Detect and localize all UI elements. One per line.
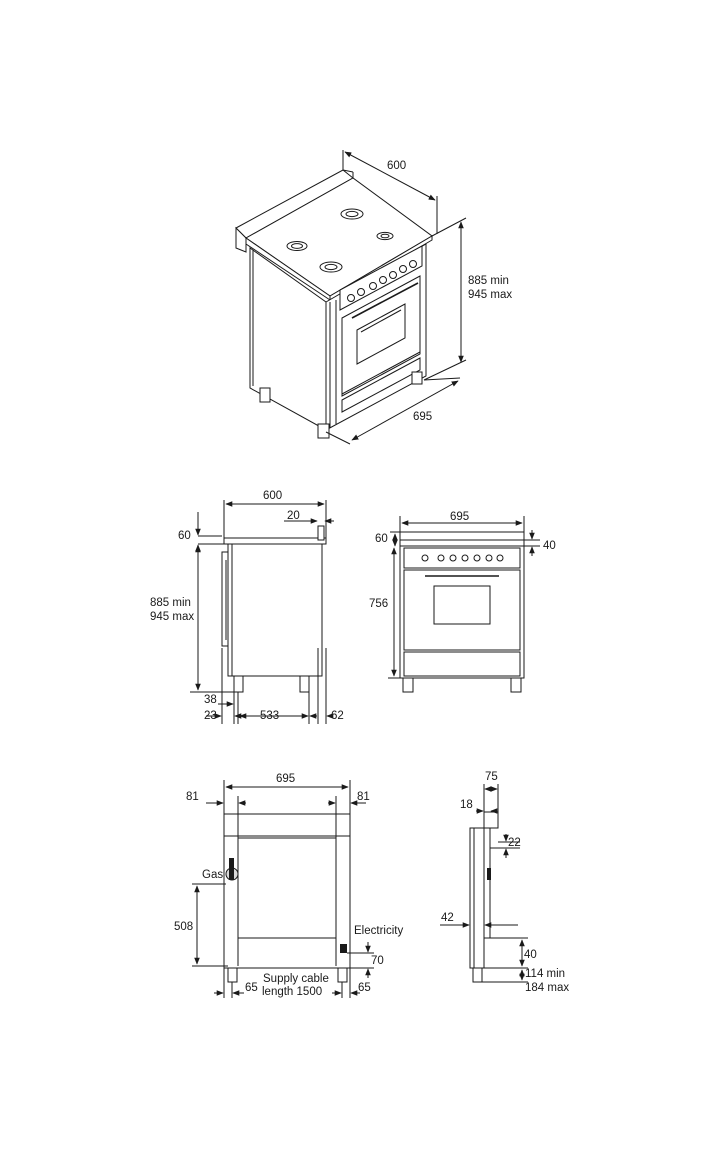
rear-gas-dimension: Gas 508: [174, 869, 228, 967]
gas-label: Gas: [202, 869, 223, 881]
isometric-view: 600 885 min 945 max 695: [235, 150, 512, 445]
rear-right-foot-label: 65: [358, 982, 371, 994]
side-rear-offset-dimension: 20: [284, 510, 334, 524]
profile-foot-max-label: 184 max: [525, 982, 569, 994]
front-body-height-label: 756: [369, 598, 388, 610]
rear-width-dimension: 695: [223, 773, 351, 814]
cooker-front-body: [399, 531, 525, 693]
rear-width-label: 695: [276, 773, 295, 785]
side-foot-38-label: 38: [204, 694, 217, 706]
rear-feet-dimensions: 65 65 Supply cable length 1500: [214, 968, 371, 998]
profile-plinth-dimension: 40: [484, 937, 537, 969]
rear-gas-height-label: 508: [174, 921, 193, 933]
rear-left-foot-label: 65: [245, 982, 258, 994]
profile-plinth-label: 40: [524, 949, 537, 961]
rear-electricity-height-label: 70: [371, 955, 384, 967]
front-panel-label: 40: [543, 540, 556, 552]
cooker-profile-body: [469, 811, 499, 983]
rear-margin-dimensions: 81 81: [186, 791, 370, 838]
front-panel-dimension: 40: [524, 530, 556, 556]
front-backguard-dimension: 60: [375, 531, 400, 547]
profile-inset-label: 18: [460, 799, 473, 811]
iso-depth-dimension: 600: [342, 150, 438, 234]
supply-cable-length-label: length 1500: [262, 986, 322, 998]
cooker-rear-body: [223, 813, 351, 983]
side-height-max-label: 945 max: [150, 611, 194, 623]
electric-connector-icon: [340, 944, 347, 953]
profile-foot-height-dimension: 114 min 184 max: [482, 968, 569, 994]
side-height-dimension: 885 min 945 max: [150, 545, 234, 693]
side-backguard-dimension: 60: [178, 512, 228, 556]
profile-foot-min-label: 114 min: [525, 968, 565, 980]
side-depth-label: 600: [263, 490, 282, 502]
iso-width-label: 695: [413, 411, 432, 423]
side-foot-23-label: 23: [204, 710, 217, 722]
iso-height-min-label: 885 min: [468, 275, 509, 287]
rear-electricity-dimension: Electricity 70: [347, 925, 403, 978]
profile-view: 75 18 22 42 40 114 min: [440, 771, 569, 994]
profile-rear-dimension: 22: [490, 834, 521, 858]
side-foot-62-label: 62: [331, 710, 344, 722]
iso-depth-label: 600: [387, 160, 406, 172]
side-rear-offset-label: 20: [287, 510, 300, 522]
rear-right-margin-label: 81: [357, 791, 370, 803]
iso-width-dimension: 695: [325, 377, 461, 445]
side-backguard-label: 60: [178, 530, 191, 542]
profile-top-label: 75: [485, 771, 498, 783]
front-backguard-label: 60: [375, 533, 388, 545]
profile-rear-label: 22: [508, 837, 521, 849]
iso-height-max-label: 945 max: [468, 289, 512, 301]
supply-cable-label: Supply cable: [263, 973, 329, 985]
side-height-min-label: 885 min: [150, 597, 191, 609]
side-depth-dimension: 600: [223, 490, 327, 538]
profile-foot-inset-dimension: 42: [440, 912, 518, 928]
iso-height-dimension: 885 min 945 max: [423, 217, 512, 381]
electricity-label: Electricity: [354, 925, 403, 937]
profile-foot-inset-label: 42: [441, 912, 454, 924]
side-view: 600 20 60 885 min 945 max: [150, 490, 344, 724]
front-width-dimension: 695: [399, 511, 525, 532]
rear-left-margin-label: 81: [186, 791, 199, 803]
front-view: 695 60 40 756: [369, 511, 556, 693]
cooker-iso-body: [235, 169, 433, 439]
front-body-height-dimension: 756: [369, 547, 403, 679]
cooker-side-body: [221, 525, 327, 693]
side-feet-dimensions: 38 23 533 62: [204, 648, 344, 724]
side-foot-span-label: 533: [260, 710, 279, 722]
profile-top-dimension: 75: [483, 771, 499, 812]
front-width-label: 695: [450, 511, 469, 523]
rear-view: 695 81 81 Gas 508 Electricity 70: [174, 773, 403, 998]
profile-inset-dimension: 18: [460, 799, 498, 814]
